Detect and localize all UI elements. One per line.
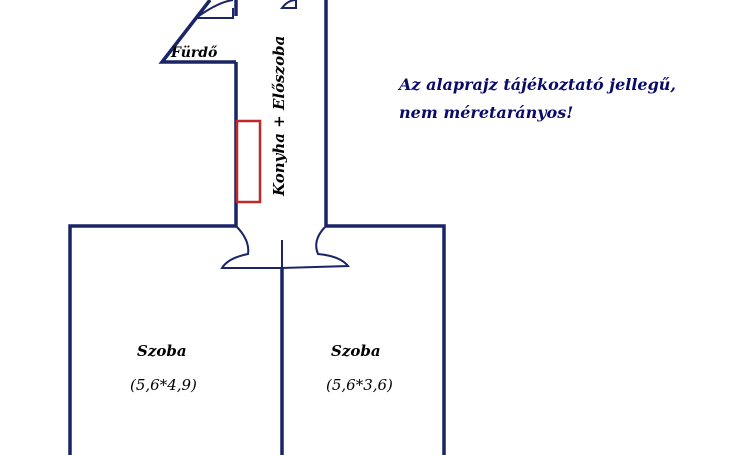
bathroom-door [196, 8, 234, 19]
bathroom-door-swing [195, 0, 234, 19]
note-line2: nem méretarányos! [399, 103, 574, 122]
stove [235, 119, 262, 204]
kitchen-label: Konyha + Előszoba [270, 35, 288, 196]
left-room-door [220, 225, 283, 269]
room-right-dims: (5,6*3,6) [326, 376, 393, 394]
room-right-walls [326, 224, 446, 455]
bathroom-label: Fürdő [171, 45, 218, 61]
room-left-walls [68, 224, 236, 455]
bathroom-wall [158, 0, 236, 64]
note-line1: Az alaprajz tájékoztató jellegű, [399, 75, 676, 94]
room-right-name: Szoba [331, 342, 381, 360]
right-room-door [281, 225, 351, 270]
room-left-name: Szoba [137, 342, 187, 360]
top-door [279, 0, 297, 9]
room-left-dims: (5,6*4,9) [130, 376, 197, 394]
